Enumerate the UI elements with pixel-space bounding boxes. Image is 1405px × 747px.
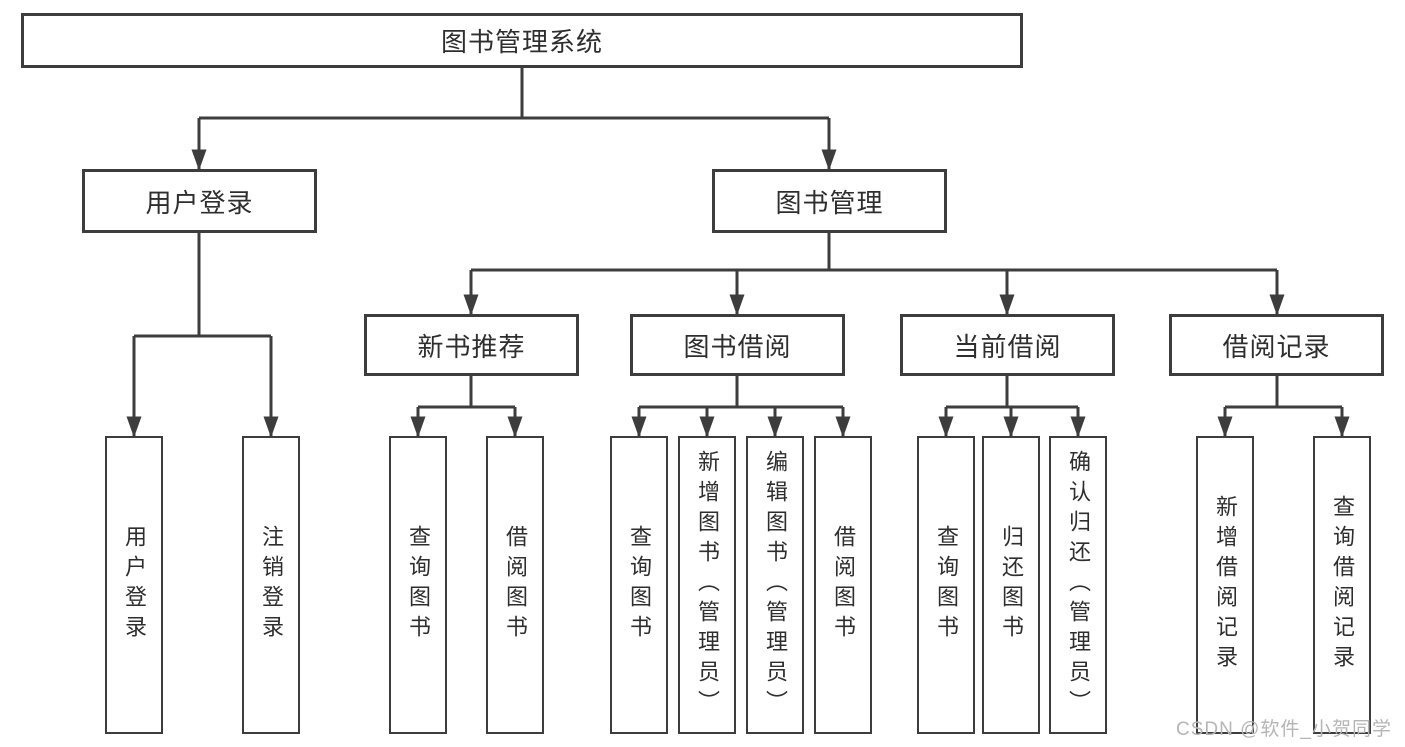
node-user-login-label: 用户登录 [145,187,254,218]
node-borrowing-records-label: 借阅记录 [1222,331,1331,362]
leaf-cur-return-book: 归还图书 [982,436,1040,734]
node-book-management-label: 图书管理 [775,187,884,218]
node-book-borrowing-label: 图书借阅 [683,331,792,362]
leaf-cur-query-book-label: 查询图书 [934,525,959,645]
leaf-bor-query-book-label: 查询图书 [627,525,652,645]
node-book-borrowing: 图书借阅 [630,314,845,376]
node-book-management: 图书管理 [712,169,947,233]
leaf-log-query-record-label: 查询借阅记录 [1330,495,1355,675]
leaf-user-login-label: 用户登录 [122,525,147,645]
leaf-bor-borrow-book: 借阅图书 [814,436,872,734]
leaf-rec-query-book-label: 查询图书 [406,525,431,645]
leaf-rec-borrow-book-label: 借阅图书 [503,525,528,645]
node-root-label: 图书管理系统 [440,27,603,57]
leaf-log-add-record-label: 新增借阅记录 [1213,495,1238,675]
leaf-user-login: 用户登录 [105,436,163,734]
leaf-logout: 注销登录 [242,436,300,734]
node-current-borrowing-label: 当前借阅 [953,331,1062,362]
leaf-bor-query-book: 查询图书 [610,436,668,734]
leaf-rec-query-book: 查询图书 [389,436,447,734]
leaf-bor-add-book-label: 新增图书（管理员） [695,450,720,720]
leaf-log-query-record: 查询借阅记录 [1313,436,1371,734]
leaf-rec-borrow-book: 借阅图书 [486,436,544,734]
leaf-logout-label: 注销登录 [259,525,284,645]
leaf-cur-query-book: 查询图书 [917,436,975,734]
leaf-log-add-record: 新增借阅记录 [1196,436,1254,734]
node-current-borrowing: 当前借阅 [900,314,1115,376]
leaf-cur-confirm-return: 确认归还（管理员） [1049,436,1107,734]
leaf-bor-borrow-book-label: 借阅图书 [831,525,856,645]
node-new-book-recommendation-label: 新书推荐 [417,331,526,362]
node-user-login: 用户登录 [82,169,317,233]
leaf-bor-edit-book-label: 编辑图书（管理员） [763,450,788,720]
node-new-book-recommendation: 新书推荐 [364,314,579,376]
csdn-watermark: CSDN @软件_小贺同学 [1176,719,1392,740]
node-borrowing-records: 借阅记录 [1169,314,1384,376]
node-root: 图书管理系统 [21,13,1023,68]
leaf-bor-add-book: 新增图书（管理员） [678,436,736,734]
leaf-bor-edit-book: 编辑图书（管理员） [746,436,804,734]
leaf-cur-return-book-label: 归还图书 [999,525,1024,645]
leaf-cur-confirm-return-label: 确认归还（管理员） [1066,450,1091,720]
